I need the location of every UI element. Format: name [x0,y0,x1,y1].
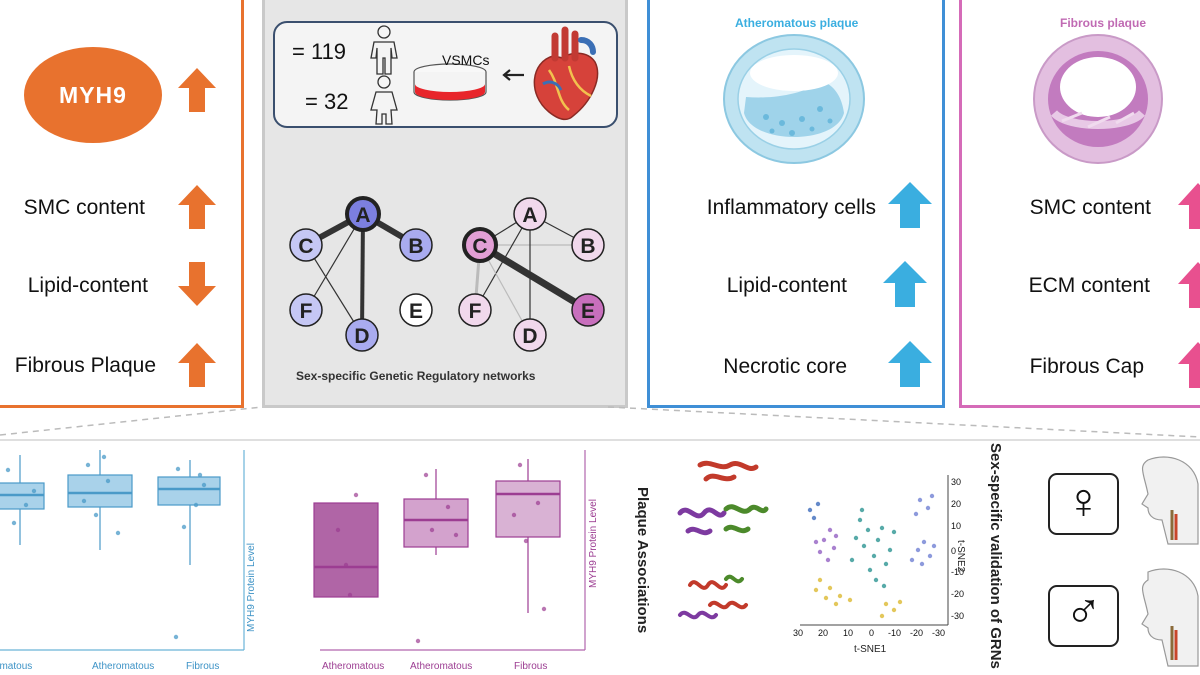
tsne-ytick-4: 0 [951,546,957,556]
orange-row-1-label: SMC content [23,196,145,219]
blue-boxplot [0,450,245,651]
tsne-ytick-3: 10 [951,521,962,531]
validation-label: Sex-specific validation of GRNs [987,443,1004,669]
female-symbol-box [1048,473,1119,535]
sex-specific-networks-diagram: A B C D E F A B C D E F [289,196,605,352]
myh9-up-arrow-icon [178,68,216,112]
pink-row-3-label: Fibrous Cap [1029,355,1144,378]
svg-text:A: A [522,204,537,227]
right-node-a: A [513,197,547,231]
blue-boxplot-xlabel-2: Atheromatous [92,661,155,672]
network-caption: Sex-specific Genetic Regulatory networks [296,369,536,383]
blue-boxplot-xlabel-3: Fibrous [186,661,220,672]
right-node-e: E [571,293,605,327]
svg-text:C: C [298,235,313,258]
male-person-icon [370,25,398,75]
female-head-illustration [1141,456,1199,545]
svg-text:D: D [522,325,537,348]
fibrous-title: Fibrous plaque [1060,16,1147,30]
svg-text:E: E [581,300,595,323]
blue-row-3-label: Necrotic core [723,355,847,378]
right-node-b: B [571,228,605,262]
blue-row-2-up-arrow-icon [883,261,927,307]
purple-boxplot-xlabel-3: Fibrous [514,661,548,672]
tsne-xtick-2: 20 [818,628,829,638]
tsne-ytick-1: 30 [951,477,962,487]
female-count: = 32 [305,89,349,114]
pink-row-1-up-arrow-icon [1178,183,1200,229]
tsne-ytick-6: -20 [951,589,965,599]
tsne-xtick-4: 0 [869,628,875,638]
blue-row-1-up-arrow-icon [888,182,932,228]
svg-text:C: C [472,235,487,258]
right-node-c: C [462,227,498,263]
pink-row-2-up-arrow-icon [1178,262,1200,308]
svg-text:F: F [300,300,313,323]
female-person-icon [370,75,398,125]
right-node-d: D [513,318,547,352]
male-count: = 119 [292,39,347,64]
vsmcs-label: VSMCs [442,52,490,68]
male-symbol-icon: ♂ [1064,583,1103,639]
left-node-f: F [289,293,323,327]
purple-boxplot-xlabel-2: Atheromatous [410,661,473,672]
tsne-ytick-7: -30 [951,611,965,621]
orange-row-2-down-arrow-icon [178,262,216,306]
svg-text:B: B [580,235,595,258]
svg-text:E: E [409,300,423,323]
blue-row-2-label: Lipid-content [726,274,847,297]
left-node-d: D [345,318,379,352]
purple-boxplot [313,450,586,651]
left-node-c: C [289,228,323,262]
tsne-ytick-2: 20 [951,499,962,509]
myh9-panel [0,0,244,408]
orange-row-3-up-arrow-icon [178,343,216,387]
petri-dish-icon [413,63,487,101]
svg-text:A: A [355,204,370,227]
tsne-xtick-5: -10 [888,628,902,638]
male-head-illustration [1141,568,1199,667]
blue-boxplot-xlabel-1: Atheromatous [0,661,33,672]
right-node-f: F [458,293,492,327]
tsne-xtick-7: -30 [932,628,946,638]
left-node-e: E [399,293,433,327]
pink-row-2-label: ECM content [1028,274,1150,297]
orange-row-1-up-arrow-icon [178,185,216,229]
purple-boxplot-xlabel-1: Atheromatous [322,661,385,672]
pink-row-1-label: SMC content [1029,196,1151,219]
myh9-gene-badge: MYH9 [24,47,162,143]
tsne-xlabel: t-SNE1 [854,644,887,655]
tsne-xtick-3: 10 [843,628,854,638]
blue-boxplot-ylabel: MYH9 Protein Level [246,543,257,632]
tsne-scatter-plot [800,475,949,626]
blue-row-1-label: Inflammatory cells [706,196,876,219]
fibrous-panel [959,0,1200,408]
blue-row-3-up-arrow-icon [888,341,932,387]
svg-text:B: B [408,235,423,258]
heart-icon [533,26,599,121]
protein-structures-illustration [677,460,769,620]
orange-row-3-label: Fibrous Plaque [14,354,156,377]
svg-text:D: D [354,325,369,348]
svg-text:F: F [469,300,482,323]
female-symbol-icon: ♀ [1064,473,1103,529]
atheromatous-panel [647,0,945,408]
tsne-xtick-1: 30 [793,628,804,638]
orange-row-2-label: Lipid-content [27,274,148,297]
left-node-b: B [399,228,433,262]
bottom-divider [0,439,1200,441]
purple-boxplot-ylabel: MYH9 Protein Level [588,499,599,588]
atheromatous-plaque-illustration [723,34,865,164]
plaque-associations-label: Plaque Associations [634,487,651,634]
male-symbol-box [1048,585,1119,647]
left-node-a: A [345,196,381,232]
left-arrow-icon [502,69,524,81]
tsne-ytick-5: -10 [951,567,965,577]
fibrous-plaque-illustration [1033,34,1163,164]
tsne-xtick-6: -20 [910,628,924,638]
atheromatous-title: Atheromatous plaque [735,16,859,30]
pink-row-3-up-arrow-icon [1178,342,1200,388]
